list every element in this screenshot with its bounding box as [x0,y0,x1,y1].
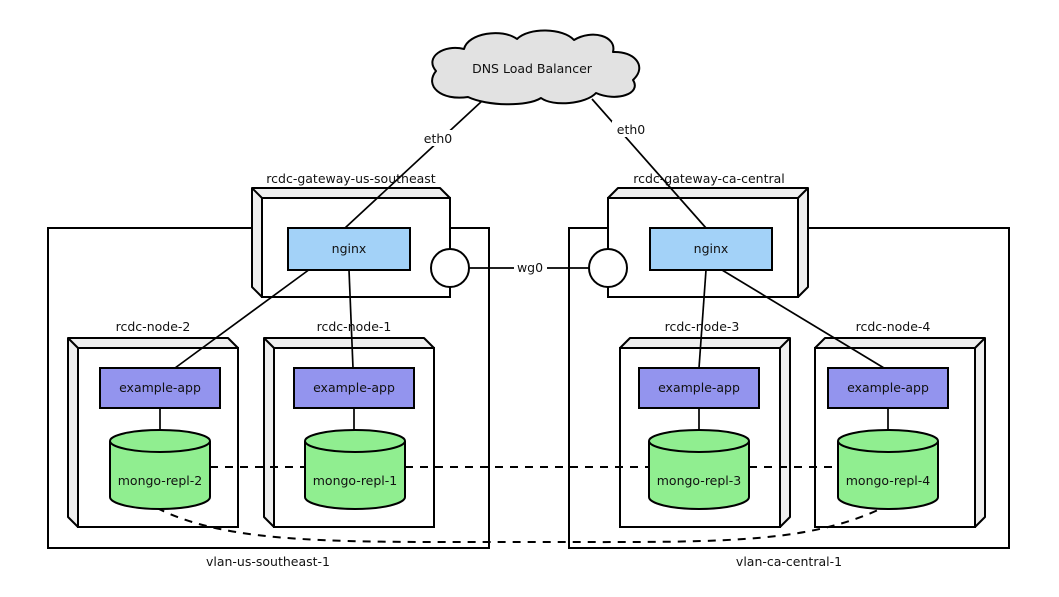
node-2-label: rcdc-node-2 [116,319,191,334]
example-app-node1-box [293,367,415,409]
example-app-node3-box [638,367,760,409]
eth0-left-label-mask [419,130,457,146]
gateway-us-label: rcdc-gateway-us-southeast [266,171,436,186]
wg0-label-mask [514,259,547,276]
wg0-label: wg0 [517,260,543,275]
eth0-right-label: eth0 [617,122,646,137]
node-3-label: rcdc-node-3 [665,319,740,334]
cloud-label: DNS Load Balancer [472,61,593,76]
mongo-repl-1-cylinder [304,429,406,510]
example-app-node4-box [827,367,949,409]
mongo-repl-2-cylinder [109,429,211,510]
gateway-ca-label: rcdc-gateway-ca-central [633,171,785,186]
edge-nginx-to-app-node1 [348,269,354,369]
mongo-repl-3-cylinder [648,429,750,510]
edge-nginx-to-app-node4 [721,269,885,369]
edge-nginx-to-app-node3 [698,269,707,369]
mongo-repl-2-label: mongo-repl-2 [118,473,203,488]
example-app-node4-label: example-app [847,380,929,395]
edge-cloud-to-nginx-us [344,100,483,229]
wg0-interface-circle-us [430,248,470,288]
dns-load-balancer-cloud [431,29,641,106]
nginx-ca-label: nginx [694,241,729,256]
edge-repl2-repl4 [156,507,879,544]
example-app-node2-label: example-app [119,380,201,395]
wg0-interface-circle-ca [588,248,628,288]
edge-cloud-to-nginx-ca [591,98,707,229]
example-app-node2-box [99,367,221,409]
mongo-repl-3-label: mongo-repl-3 [657,473,742,488]
example-app-node3-label: example-app [658,380,740,395]
eth0-right-label-mask [612,121,650,137]
mongo-repl-1-label: mongo-repl-1 [313,473,398,488]
vlan-ca-central-label: vlan-ca-central-1 [736,554,842,569]
eth0-left-label: eth0 [424,131,453,146]
node-4-label: rcdc-node-4 [856,319,931,334]
nginx-us-label: nginx [332,241,367,256]
mongo-repl-4-cylinder [837,429,939,510]
example-app-node1-label: example-app [313,380,395,395]
nginx-ca-box [649,227,773,271]
node-1-label: rcdc-node-1 [317,319,392,334]
vlan-us-southeast-label: vlan-us-southeast-1 [206,554,330,569]
mongo-repl-4-label: mongo-repl-4 [846,473,931,488]
nginx-us-box [287,227,411,271]
edge-nginx-to-app-node2 [174,268,311,369]
